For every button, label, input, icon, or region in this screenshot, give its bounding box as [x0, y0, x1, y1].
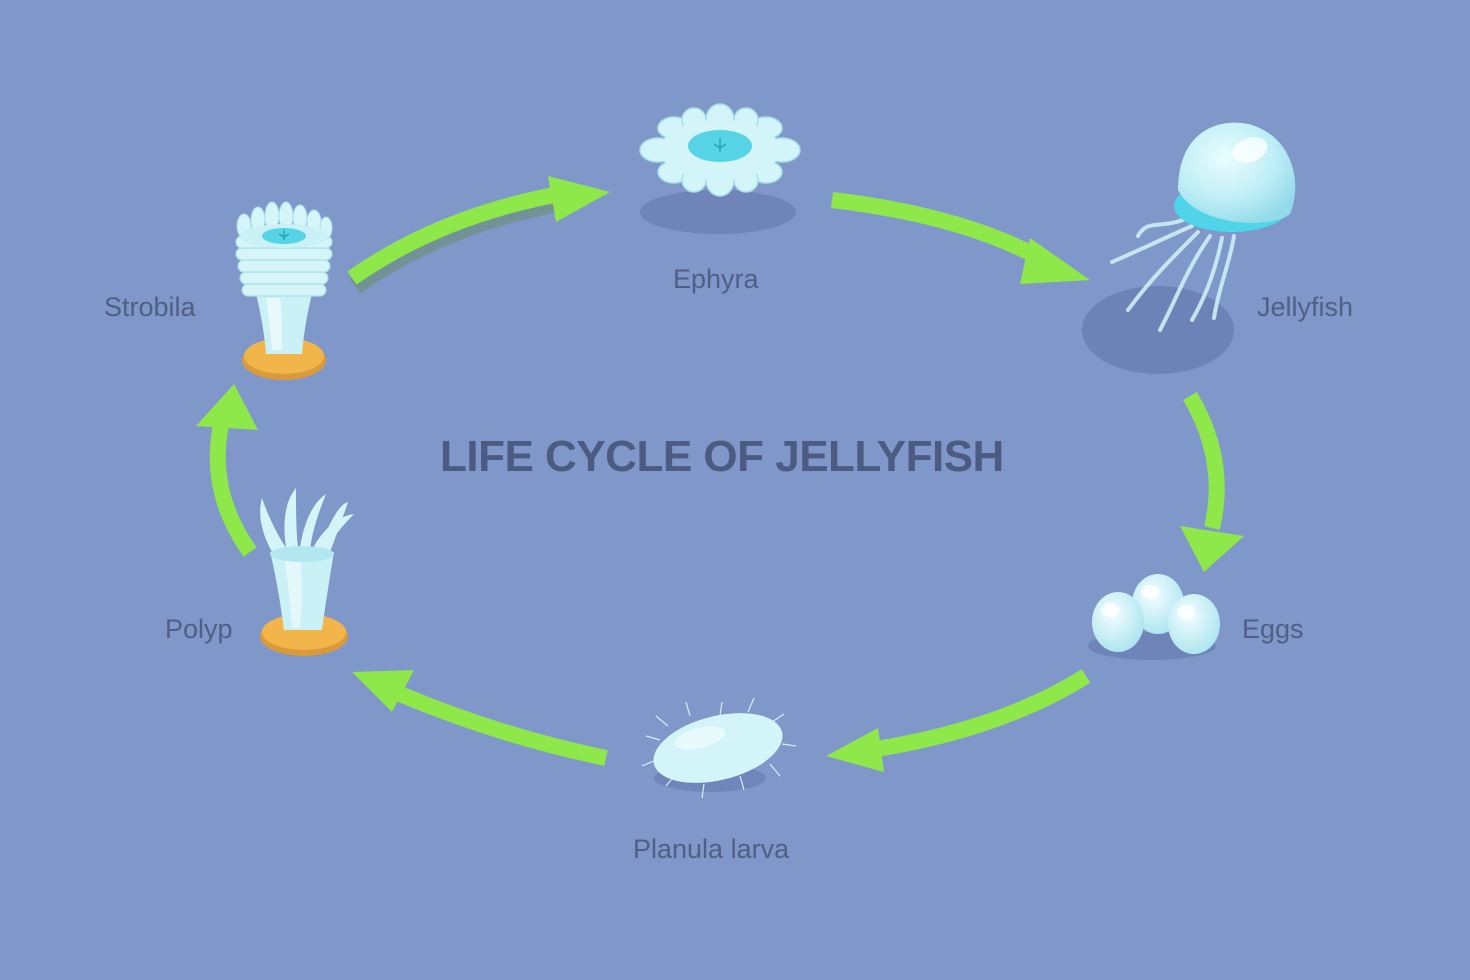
stage-label-eggs: Eggs	[1242, 614, 1304, 644]
jellyfish-icon	[1082, 122, 1296, 374]
ephyra-icon	[639, 103, 801, 234]
arrow-ephyra-to-jellyfish	[831, 192, 1090, 284]
arrow-jellyfish-to-eggs	[1180, 391, 1244, 572]
cycle-arrows	[196, 176, 1244, 772]
arrow-eggs-to-planula	[826, 669, 1091, 772]
eggs-icon	[1088, 574, 1220, 660]
strobila-icon	[235, 201, 333, 380]
planula-larva-icon	[641, 697, 797, 799]
stage-label-polyp: Polyp	[165, 614, 233, 644]
arrow-polyp-to-strobila	[196, 384, 258, 557]
stage-label-planula-larva: Planula larva	[633, 834, 790, 864]
arrow-planula-to-polyp	[352, 670, 608, 766]
stage-label-ephyra: Ephyra	[673, 264, 759, 294]
stage-label-jellyfish: Jellyfish	[1257, 292, 1354, 322]
arrow-strobila-to-ephyra	[347, 176, 610, 294]
diagram-title: LIFE CYCLE OF JELLYFISH	[440, 432, 1004, 481]
polyp-icon	[260, 488, 354, 656]
stage-label-strobila: Strobila	[104, 292, 196, 322]
